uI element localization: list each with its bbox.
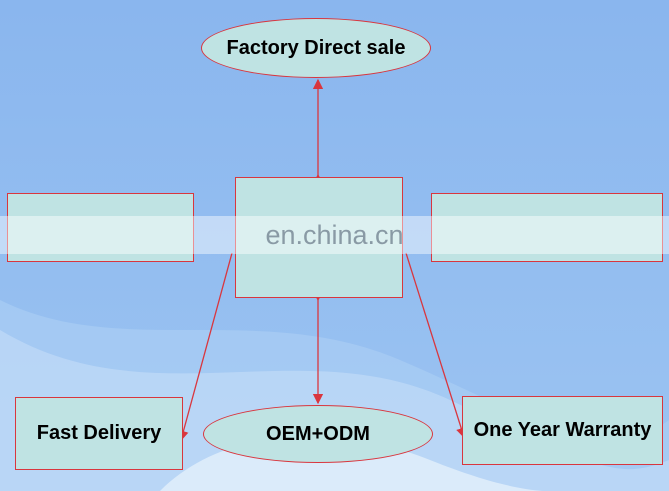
node-factory-direct-sale: Factory Direct sale [201,18,431,78]
node-right [431,193,663,262]
node-one-year-warranty: One Year Warranty [462,396,663,465]
arrow-center-to-warranty [405,252,467,439]
watermark-text: en.china.cn [265,219,404,250]
node-fast-delivery: Fast Delivery [15,397,183,470]
watermark-band [0,216,669,254]
node-center [235,177,403,298]
node-oem-odm: OEM+ODM [203,405,433,463]
node-left [7,193,194,262]
arrow-center-to-fast [178,252,233,442]
